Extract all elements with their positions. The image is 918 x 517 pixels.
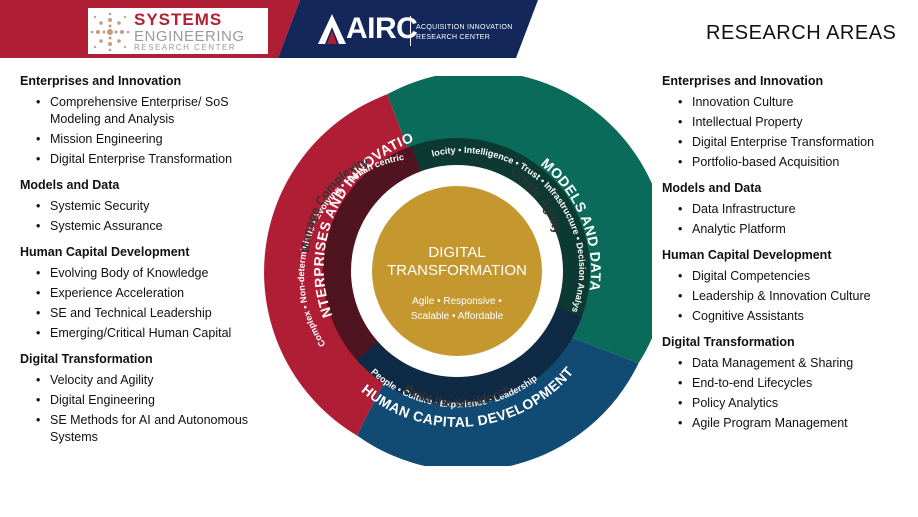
page-title: RESEARCH AREAS xyxy=(706,22,897,44)
list-item: Comprehensive Enterprise/ SoS Modeling a… xyxy=(20,94,260,128)
left-section-title: Models and Data xyxy=(20,178,120,192)
core-title-line1: DIGITAL xyxy=(428,244,485,261)
seri-logo-line2: ENGINEERING xyxy=(134,28,245,45)
list-item: Digital Enterprise Transformation xyxy=(20,151,260,168)
list-item: Emerging/Critical Human Capital xyxy=(20,325,260,342)
digital-transformation-diagram: ENTERPRISES AND INNOVATION MODELS AND DA… xyxy=(262,76,652,466)
middle-ring-left xyxy=(322,146,422,361)
left-section-title: Digital Transformation xyxy=(20,352,153,366)
airc-logo-sub2: RESEARCH CENTER xyxy=(416,34,491,41)
right-section-items: Data Management & Sharing End-to-end Lif… xyxy=(662,355,902,432)
list-item: Digital Competencies xyxy=(662,268,902,285)
left-section-items: Evolving Body of Knowledge Experience Ac… xyxy=(20,265,260,342)
list-item: Analytic Platform xyxy=(662,221,902,238)
left-section-title: Enterprises and Innovation xyxy=(20,74,182,88)
list-item: Agile Program Management xyxy=(662,415,902,432)
core-subtitle-line1: Agile • Responsive • xyxy=(412,296,502,307)
list-item: SE and Technical Leadership xyxy=(20,305,260,322)
list-item: Cognitive Assistants xyxy=(662,308,902,325)
left-section-items: Velocity and Agility Digital Engineering… xyxy=(20,372,260,446)
left-section-items: Comprehensive Enterprise/ SoS Modeling a… xyxy=(20,94,260,168)
right-section-items: Innovation Culture Intellectual Property… xyxy=(662,94,902,171)
right-section-items: Digital Competencies Leadership & Innova… xyxy=(662,268,902,325)
core-title-line2: TRANSFORMATION xyxy=(387,262,527,279)
core-subtitle-line2: Scalable • Affordable xyxy=(411,311,504,322)
right-section-title: Models and Data xyxy=(662,181,762,195)
left-research-list: Enterprises and Innovation Comprehensive… xyxy=(20,74,260,456)
list-item: Velocity and Agility xyxy=(20,372,260,389)
middle-ring-top xyxy=(411,137,591,317)
airc-logo-divider xyxy=(410,16,411,46)
seri-logo-line3: RESEARCH CENTER xyxy=(134,43,237,52)
right-section-items: Data Infrastructure Analytic Platform xyxy=(662,201,902,238)
right-section-title: Human Capital Development xyxy=(662,248,832,262)
seri-logo[interactable]: SYSTEMS ENGINEERING RESEARCH CENTER xyxy=(88,8,268,54)
left-section-items: Systemic Security Systemic Assurance xyxy=(20,198,260,235)
list-item: Data Infrastructure xyxy=(662,201,902,218)
list-item: Digital Engineering xyxy=(20,392,260,409)
airc-logo-sub1: ACQUISITION INNOVATION xyxy=(416,24,513,31)
list-item: Evolving Body of Knowledge xyxy=(20,265,260,282)
right-section-title: Enterprises and Innovation xyxy=(662,74,824,88)
seri-logo-mark-icon xyxy=(90,12,130,52)
core-circle xyxy=(372,186,542,356)
list-item: Digital Enterprise Transformation xyxy=(662,134,902,151)
list-item: Mission Engineering xyxy=(20,131,260,148)
seri-logo-line1: SYSTEMS xyxy=(134,10,223,29)
airc-logo-word[interactable]: AIRC xyxy=(346,12,418,45)
list-item: SE Methods for AI and Autonomous Systems xyxy=(20,412,260,446)
list-item: Experience Acceleration xyxy=(20,285,260,302)
left-section-title: Human Capital Development xyxy=(20,245,190,259)
right-research-list: Enterprises and Innovation Innovation Cu… xyxy=(662,74,902,442)
list-item: Portfolio-based Acquisition xyxy=(662,154,902,171)
list-item: Data Management & Sharing xyxy=(662,355,902,372)
list-item: Systemic Assurance xyxy=(20,218,260,235)
list-item: Leadership & Innovation Culture xyxy=(662,288,902,305)
list-item: Intellectual Property xyxy=(662,114,902,131)
list-item: End-to-end Lifecycles xyxy=(662,375,902,392)
right-section-title: Digital Transformation xyxy=(662,335,795,349)
airc-logo-mark-icon xyxy=(318,14,346,44)
list-item: Systemic Security xyxy=(20,198,260,215)
middle-ring-bottom xyxy=(356,305,582,406)
list-item: Policy Analytics xyxy=(662,395,902,412)
list-item: Innovation Culture xyxy=(662,94,902,111)
